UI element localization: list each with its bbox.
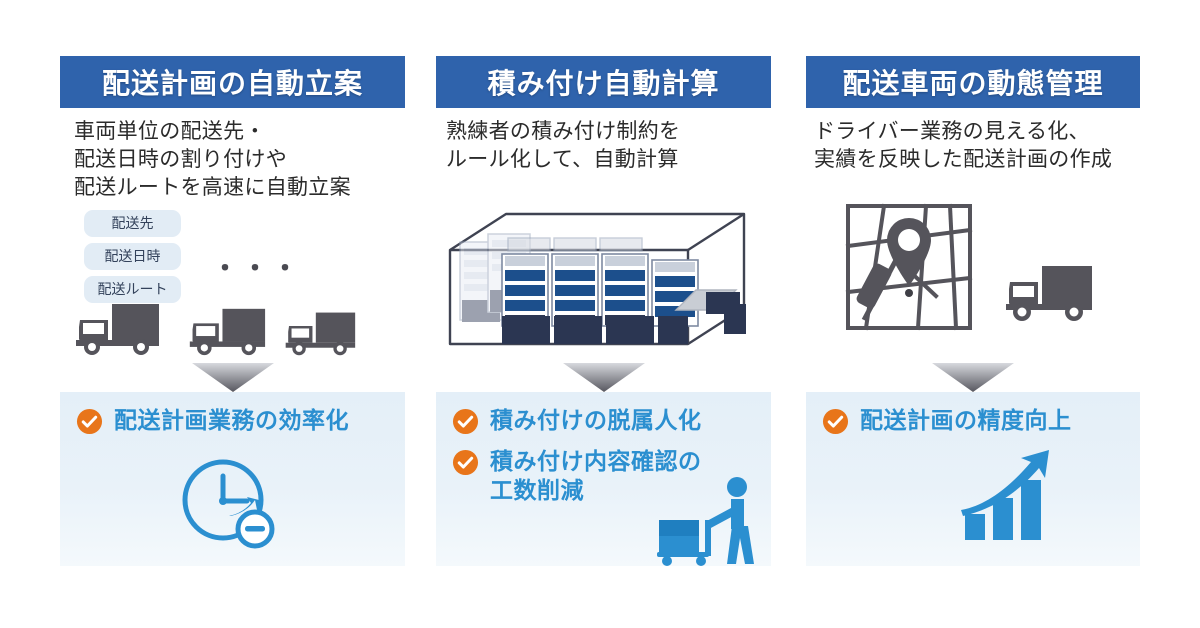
tag-pill: 配送ルート: [84, 276, 181, 303]
benefit-label: 配送計画の精度向上: [860, 407, 1072, 433]
tag-pill: 配送先: [84, 210, 181, 237]
check-circle-icon: [822, 408, 849, 435]
benefit-list-1: 配送計画業務の効率化: [76, 406, 395, 447]
benefit-box-1: 配送計画業務の効率化: [60, 392, 405, 566]
benefit-box-2: 積み付けの脱属人化 積み付け内容確認の 工数削減: [436, 392, 771, 566]
benefit-box-3: 配送計画の精度向上: [806, 392, 1140, 566]
column-header-1: 配送計画の自動立案: [60, 56, 405, 108]
column-delivery-planning: 配送計画の自動立案 車両単位の配送先・ 配送日時の割り付けや 配送ルートを高速に…: [60, 0, 405, 628]
down-arrow-icon-2: [562, 363, 645, 392]
benefit-item: 配送計画業務の効率化: [76, 406, 395, 435]
ellipsis-label: ・・・: [212, 253, 303, 283]
column-description-3: ドライバー業務の見える化、 実績を反映した配送計画の作成: [814, 120, 1113, 171]
check-circle-icon: [76, 408, 103, 435]
down-arrow-icon-3: [932, 363, 1014, 392]
tag-group-1: 配送先 配送日時 配送ルート ・・・: [84, 210, 298, 309]
benefit-item: 配送計画の精度向上: [822, 406, 1130, 435]
column-header-2: 積み付け自動計算: [436, 56, 771, 108]
benefit-label: 積み付けの脱属人化: [490, 407, 702, 433]
column-description-1: 車両単位の配送先・ 配送日時の割り付けや 配送ルートを高速に自動立案: [74, 120, 351, 199]
column-header-2-label: 積み付け自動計算: [487, 68, 720, 99]
growth-bar-chart-icon: [961, 450, 1049, 540]
worker-handcart-icon: [657, 477, 754, 566]
column-vehicle-tracking: 配送車両の動態管理 ドライバー業務の見える化、 実績を反映した配送計画の作成: [806, 0, 1140, 628]
check-circle-icon: [452, 449, 479, 476]
column-loading-calculation: 積み付け自動計算 熟練者の積み付け制約を ルール化して、自動計算: [436, 0, 771, 628]
benefit-item: 積み付けの脱属人化: [452, 406, 761, 435]
delivery-truck-icon: [189, 308, 266, 356]
down-arrow-icon-1: [191, 363, 274, 392]
benefit-label: 積み付け内容確認の 工数削減: [490, 448, 702, 503]
column-description-2: 熟練者の積み付け制約を ルール化して、自動計算: [446, 120, 681, 171]
tag-pill: 配送日時: [84, 243, 181, 270]
truck-illustration-group: [74, 288, 394, 358]
delivery-truck-icon: [285, 312, 356, 356]
column-header-3: 配送車両の動態管理: [806, 56, 1140, 108]
benefit-label: 配送計画業務の効率化: [114, 407, 349, 433]
delivery-truck-icon: [76, 304, 159, 355]
column-header-1-label: 配送計画の自動立案: [101, 68, 363, 99]
check-circle-icon: [452, 408, 479, 435]
map-pin-and-truck-illustration: [845, 203, 1092, 331]
clock-reduction-icon: [182, 459, 275, 549]
benefit-list-2: 積み付けの脱属人化 積み付け内容確認の 工数削減: [452, 406, 761, 517]
column-header-3-label: 配送車両の動態管理: [842, 68, 1104, 99]
container-loading-3d-illustration: [448, 212, 746, 346]
benefit-list-3: 配送計画の精度向上: [822, 406, 1130, 447]
benefit-item: 積み付け内容確認の 工数削減: [452, 447, 761, 505]
